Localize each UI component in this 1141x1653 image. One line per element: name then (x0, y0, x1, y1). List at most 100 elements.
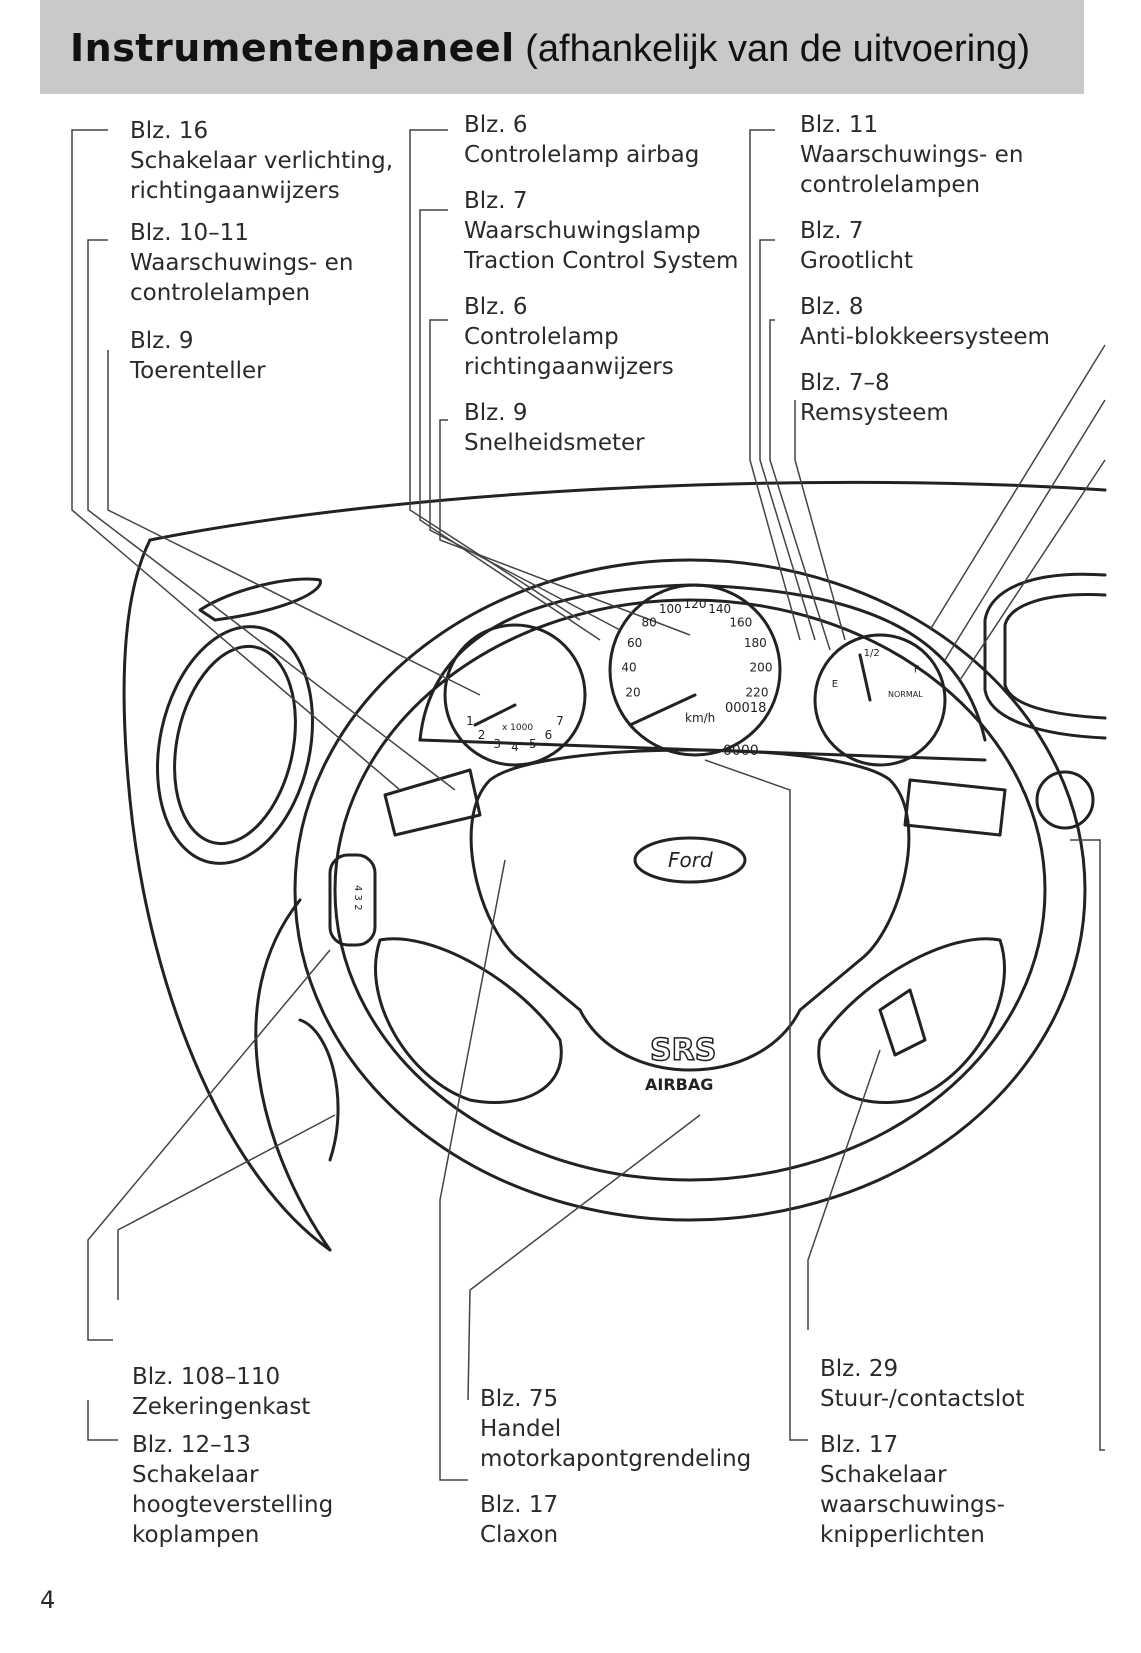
fusebox-panel (298, 1018, 340, 1162)
left-spoke-opening (374, 937, 563, 1104)
label-line: Zekeringenkast (132, 1394, 311, 1420)
label-line: controlelampen (130, 280, 311, 306)
label-line: richtingaanwijzers (464, 354, 674, 380)
steering-wheel-inner (333, 598, 1047, 1182)
speedo-tick-label: 160 (729, 616, 752, 630)
label-line: controlelampen (800, 172, 981, 198)
label-bonnet-release: Blz. 75 Handel motorkapontgrendeling (480, 1384, 751, 1474)
label-page: Blz. 10–11 (130, 220, 249, 246)
tach-unit: x 1000 (502, 723, 533, 733)
label-fuse-box: Blz. 108–110 Zekeringenkast (132, 1362, 310, 1422)
label-abs: Blz. 8 Anti-blokkeersysteem (800, 292, 1050, 352)
label-line: Waarschuwingslamp (464, 218, 701, 244)
label-line: Waarschuwings- en (800, 142, 1024, 168)
temp-label: NORMAL (888, 690, 923, 699)
title-rest: (afhankelijk van de uitvoering) (525, 28, 1031, 70)
fuel-needle (858, 653, 872, 702)
label-line: Waarschuwings- en (130, 250, 354, 276)
label-headlamp-levelling: Blz. 12–13 Schakelaar hoogteverstelling … (132, 1430, 333, 1550)
label-line: Remsysteem (800, 400, 949, 426)
label-line: Anti-blokkeersysteem (800, 324, 1050, 350)
label-page: Blz. 7 (800, 218, 864, 244)
label-page: Blz. 11 (800, 112, 879, 138)
tach-tick-label: 4 (511, 740, 519, 754)
label-page: Blz. 75 (480, 1386, 559, 1412)
label-turn-signal-lamp: Blz. 6 Controlelamp richtingaanwijzers (464, 292, 674, 382)
tach-tick-label: 2 (478, 728, 486, 742)
ford-logo (633, 836, 747, 884)
label-speedometer: Blz. 9 Snelheidsmeter (464, 398, 645, 458)
speedometer (608, 583, 782, 757)
dashboard-left-outline (122, 538, 332, 1252)
srs-label: SRS (650, 1033, 716, 1068)
label-line: Schakelaar (820, 1462, 947, 1488)
label-line: hoogteverstelling (132, 1492, 334, 1518)
label-page: Blz. 17 (820, 1432, 899, 1458)
speedo-tick-label: 140 (708, 602, 731, 616)
speedo-tick-label: 20 (625, 686, 640, 700)
label-ignition-lock: Blz. 29 Stuur-/contactslot (820, 1354, 1024, 1414)
fuel-mark-label: F (914, 665, 920, 676)
speedo-tick-label: 200 (750, 661, 773, 675)
fuel-temp-gauge (813, 633, 947, 767)
speedo-unit: km/h (685, 711, 715, 725)
label-page: Blz. 8 (800, 294, 864, 320)
tachometer (443, 623, 587, 767)
speedo-tick-label: 40 (621, 661, 636, 675)
label-line: Stuur-/contactslot (820, 1386, 1025, 1412)
label-line: Traction Control System (464, 248, 739, 274)
label-warning-lamps-left: Blz. 10–11 Waarschuwings- en controlelam… (130, 218, 353, 308)
label-airbag-lamp: Blz. 6 Controlelamp airbag (464, 110, 699, 170)
label-line: motorkapontgrendeling (480, 1446, 752, 1472)
label-page: Blz. 7–8 (800, 370, 890, 396)
label-page: Blz. 17 (480, 1492, 559, 1518)
label-high-beam: Blz. 7 Grootlicht (800, 216, 913, 276)
fuel-mark-label: E (832, 679, 838, 690)
hazard-switch (1035, 770, 1095, 830)
ignition-key (878, 988, 927, 1057)
page-header: Instrumentenpaneel (afhankelijk van de u… (40, 0, 1084, 94)
speedo-tick-label: 60 (627, 636, 642, 650)
label-page: Blz. 29 (820, 1356, 899, 1382)
label-horn: Blz. 17 Claxon (480, 1490, 558, 1550)
speedo-needle (628, 693, 697, 727)
right-spoke-opening (817, 937, 1006, 1104)
airbag-hub (469, 748, 911, 1072)
label-page: Blz. 9 (464, 400, 528, 426)
tach-tick-label: 5 (529, 737, 537, 751)
speedo-tick-label: 120 (684, 597, 707, 611)
label-line: Schakelaar verlichting, (130, 148, 394, 174)
label-page: Blz. 6 (464, 294, 528, 320)
label-line: Snelheidsmeter (464, 430, 645, 456)
label-line: koplampen (132, 1522, 260, 1548)
tach-tick-label: 3 (493, 737, 501, 751)
tach-tick-label: 6 (545, 728, 553, 742)
label-line: Schakelaar (132, 1462, 259, 1488)
brand-label: Ford (668, 848, 713, 872)
label-line: richtingaanwijzers (130, 178, 340, 204)
hvac-detent: 4 3 2 (352, 885, 363, 910)
defrost-vent (198, 577, 322, 622)
left-stalk (383, 768, 482, 837)
label-line: Grootlicht (800, 248, 913, 274)
airbag-label: AIRBAG (645, 1075, 713, 1094)
label-warning-lamps-right: Blz. 11 Waarschuwings- en controlelampen (800, 110, 1023, 200)
label-line: waarschuwings- (820, 1492, 1005, 1518)
title-bold: Instrumentenpaneel (70, 26, 515, 70)
label-page: Blz. 9 (130, 328, 194, 354)
dashboard-lower-outline (254, 898, 332, 1252)
speedo-tick-label: 220 (746, 686, 769, 700)
label-page: Blz. 108–110 (132, 1364, 281, 1390)
label-page: Blz. 6 (464, 112, 528, 138)
label-hazard-switch: Blz. 17 Schakelaar waarschuwings- knippe… (820, 1430, 1005, 1550)
odometer: 00018 (725, 701, 766, 716)
page-title: Instrumentenpaneel (afhankelijk van de u… (70, 26, 1030, 71)
speedo-tick-label: 180 (744, 636, 767, 650)
label-page: Blz. 16 (130, 118, 209, 144)
tach-tick-label: 7 (556, 714, 564, 728)
tach-tick-label: 1 (466, 714, 474, 728)
right-stalk (903, 778, 1007, 837)
label-line: Claxon (480, 1522, 559, 1548)
